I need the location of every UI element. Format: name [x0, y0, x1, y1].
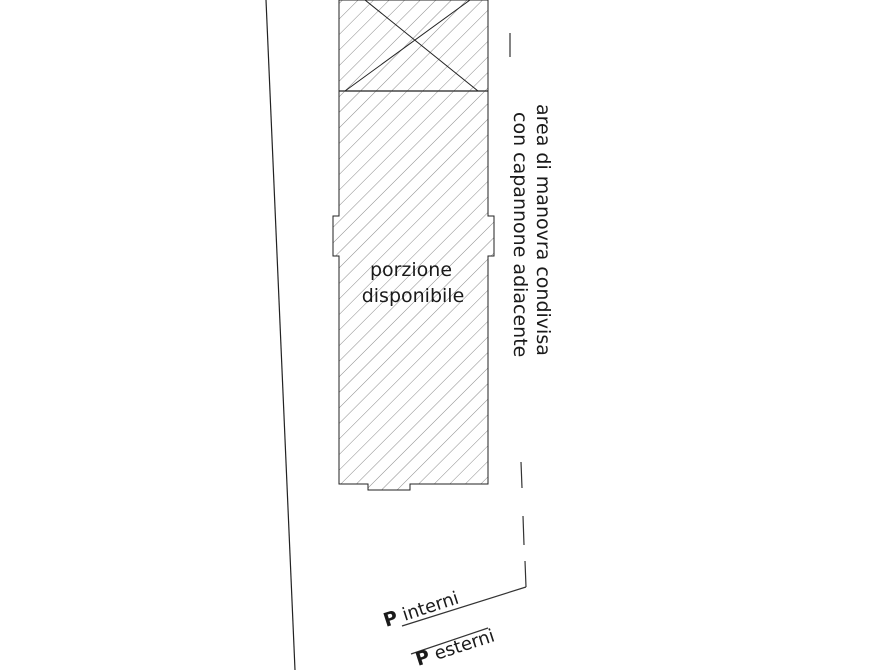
parking-internal-text: interni [394, 588, 461, 628]
svg-text:P interni: P interni [381, 587, 462, 632]
crossed-block [338, 0, 489, 92]
side-label-line2: con capannone adiacente [509, 112, 531, 357]
side-label-line1: area di manovra condivisa [532, 104, 554, 356]
portion-label-line2: disponibile [362, 285, 465, 307]
parking-external-letter: P [413, 646, 433, 670]
maneuver-area-boundary [401, 33, 527, 655]
portion-label-line1: porzione [370, 259, 452, 281]
property-boundary-line [265, 0, 296, 670]
parking-internal-letter: P [381, 607, 401, 632]
parking-external-text: esterni [426, 626, 497, 667]
side-label: area di manovra condivisa con capannone … [509, 104, 554, 357]
parking-external-label: P esterni [413, 625, 498, 670]
available-portion [332, 90, 495, 491]
svg-text:P esterni: P esterni [413, 625, 498, 670]
parking-internal-label: P interni [381, 587, 462, 632]
